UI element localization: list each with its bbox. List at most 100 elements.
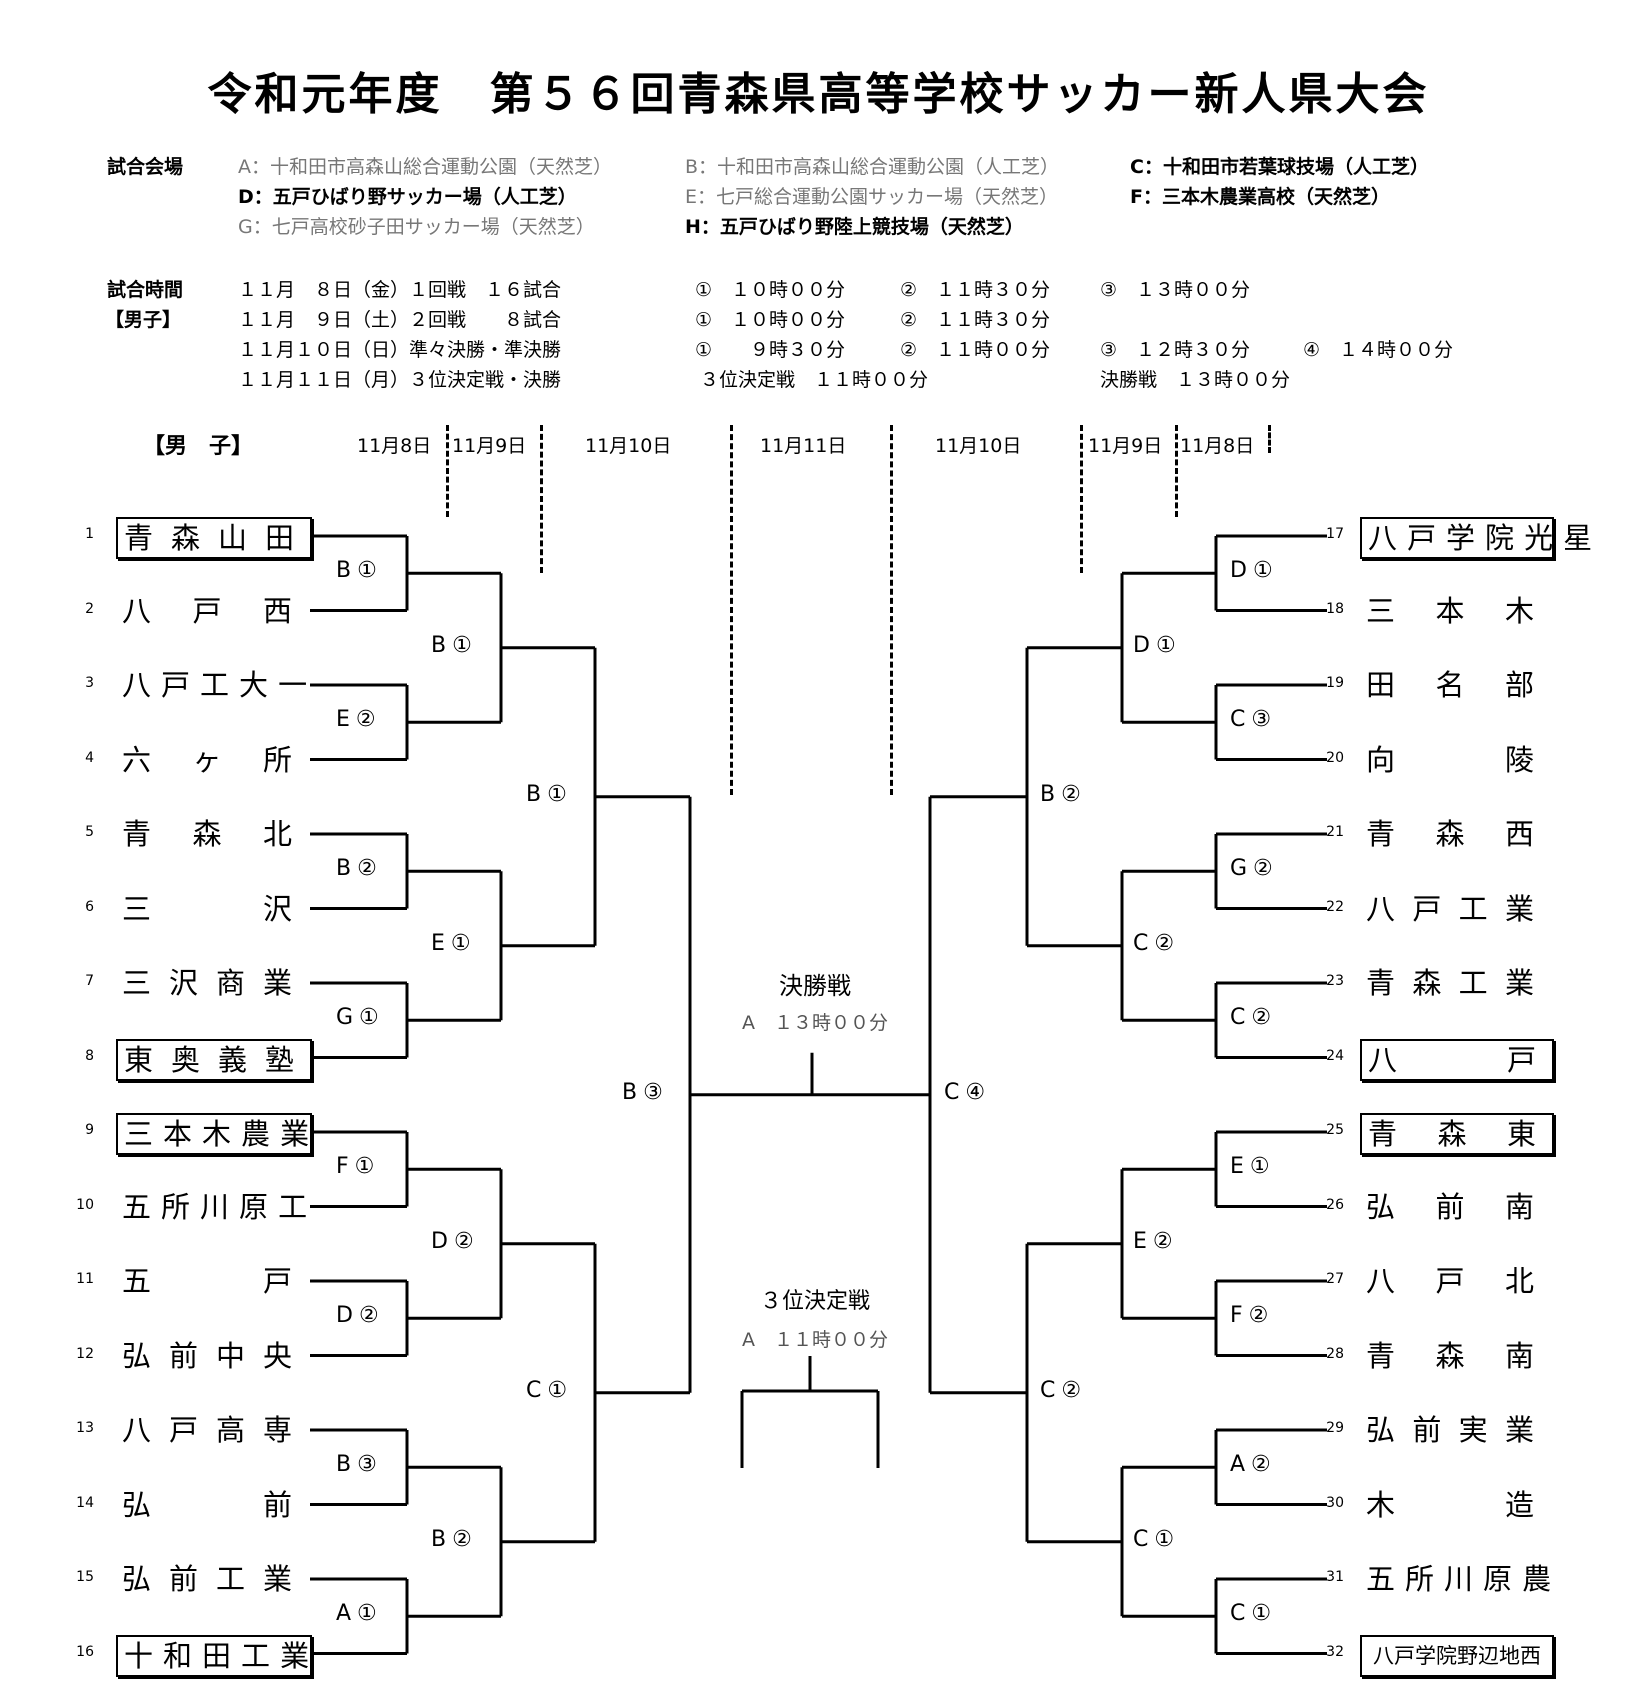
team-name-char: 業 <box>1504 1413 1544 1447</box>
team-name-box: 八戸学院光星 <box>1360 517 1592 559</box>
venue-item: D：五戸ひばり野サッカー場（人工芝） <box>238 186 577 208</box>
team-name: 三沢商業 <box>116 964 308 1002</box>
team-name-char: 六 <box>122 742 162 777</box>
venue-item: C：十和田市若葉球技場（人工芝） <box>1130 156 1429 178</box>
team-name-char: 戸 <box>1412 891 1452 926</box>
team-name-char: 戸 <box>1506 1042 1546 1077</box>
final-title: 決勝戦 <box>779 972 851 1000</box>
team-name: 青森南 <box>1360 1337 1550 1375</box>
team-name: 六ヶ所 <box>116 741 308 779</box>
team-seed: 7 <box>85 973 94 989</box>
team-name-char: 前 <box>1435 1189 1475 1224</box>
team-name-char: 和 <box>163 1638 203 1673</box>
schedule-time: ３位決定戦 １１時００分 <box>700 369 929 391</box>
schedule-time: ① ９時３０分 <box>695 339 846 361</box>
team-name-char: 工 <box>1458 891 1498 926</box>
match-label: D① <box>1230 558 1279 584</box>
third-place-info: A １１時００分 <box>742 1329 888 1351</box>
match-label: B② <box>336 856 383 882</box>
team-seed: 19 <box>1326 675 1344 691</box>
team-name-char: 弘 <box>1366 1189 1406 1224</box>
team-name-char: 三 <box>1366 593 1406 628</box>
team-name-char: 所 <box>161 1189 201 1224</box>
team-name-char: 木 <box>1366 1487 1406 1522</box>
team-name: 青森北 <box>116 815 308 853</box>
team-name-char: 八 <box>1366 1264 1406 1298</box>
team-seed: 16 <box>76 1643 94 1660</box>
team-name-box: 木造 <box>1360 1486 1550 1524</box>
team-name-char: 業 <box>280 1638 320 1673</box>
team-name-char: 戸 <box>262 1264 302 1298</box>
team-seed: 6 <box>85 898 94 915</box>
team-name-box: 青森南 <box>1360 1337 1550 1375</box>
divider-line <box>540 425 543 573</box>
team-name-char: 業 <box>262 966 302 1000</box>
team-name-char: ヶ <box>192 742 232 777</box>
team-name-char: 弘 <box>1366 1413 1406 1447</box>
team-seed: 18 <box>1326 600 1344 617</box>
team-seed: 28 <box>1326 1345 1344 1362</box>
team-name-char: 青 <box>1368 1117 1408 1151</box>
team-name: 弘前南 <box>1360 1188 1550 1226</box>
team-name-char: 森 <box>1435 1338 1475 1373</box>
team-name-char: 工 <box>1458 966 1498 1000</box>
match-label: E① <box>1230 1154 1276 1180</box>
team-name-box: 五所川原農 <box>1360 1560 1551 1598</box>
team-name-char: 業 <box>280 1117 320 1151</box>
team-name: 八戸学院光星 <box>1362 519 1592 557</box>
team-name-char: 実 <box>1458 1413 1498 1447</box>
bracket-label: 【男 子】 <box>143 434 254 459</box>
team-name-char: 前 <box>168 1562 208 1596</box>
page-title: 令和元年度 第５６回青森県高等学校サッカー新人県大会 <box>207 69 1430 120</box>
match-label: G① <box>336 1005 385 1031</box>
team-seed: 30 <box>1326 1494 1344 1511</box>
match-label: B① <box>431 632 478 658</box>
schedule-time: 決勝戦 １３時００分 <box>1100 369 1291 391</box>
team-name-char: 弘 <box>122 1562 162 1596</box>
team-seed: 27 <box>1326 1271 1344 1287</box>
team-name-char: 央 <box>262 1338 302 1373</box>
team-name-char: 五 <box>122 1189 162 1224</box>
team-name-box: 弘前 <box>116 1486 308 1524</box>
team-name-char: 北 <box>262 817 302 851</box>
team-name: 青森西 <box>1360 815 1550 853</box>
divider-line <box>446 425 449 517</box>
team-name-char: 東 <box>1506 1117 1546 1151</box>
team-name-box: 五所川原工 <box>116 1188 308 1226</box>
match-label: E② <box>336 707 382 733</box>
schedule-time: ② １１時３０分 <box>900 279 1051 301</box>
date-header: 11月8日 <box>357 435 432 457</box>
team-name: 弘前中央 <box>116 1337 308 1375</box>
team-name-char: 所 <box>1405 1562 1445 1596</box>
team-name: 五所川原工 <box>116 1188 308 1226</box>
match-label: C① <box>1133 1526 1181 1552</box>
team-name-char: 星 <box>1563 521 1603 555</box>
date-header: 11月8日 <box>1180 435 1255 457</box>
team-name-char: 南 <box>1504 1338 1544 1373</box>
team-name-char: 奥 <box>170 1042 210 1077</box>
team-name-box: 八戸 <box>1360 1038 1554 1081</box>
team-name-box: 八戸学院野辺地西 <box>1360 1634 1554 1677</box>
schedule-time: ① １０時００分 <box>695 309 846 331</box>
team-name-char: 沢 <box>262 891 302 926</box>
team-name-char: 原 <box>239 1189 279 1224</box>
team-seed: 21 <box>1326 824 1344 840</box>
schedule-time: ② １１時３０分 <box>900 309 1051 331</box>
date-header: 11月10日 <box>585 435 672 457</box>
team-name-char: 川 <box>1444 1562 1484 1596</box>
team-name-char: 西 <box>262 593 302 628</box>
venue-item: A：十和田市高森山総合運動公園（天然芝） <box>238 156 612 178</box>
team-name-box: 三本木農業 <box>116 1113 312 1155</box>
match-label: F① <box>336 1154 381 1180</box>
team-name-box: 五戸 <box>116 1262 308 1300</box>
team-name-char: 前 <box>1412 1413 1452 1447</box>
team-seed: 12 <box>76 1345 94 1362</box>
team-name-box: 六ヶ所 <box>116 741 308 779</box>
divider-line <box>1175 425 1178 517</box>
venue-item: G：七戸高校砂子田サッカー場（天然芝） <box>238 216 595 238</box>
team-name-char: 森 <box>1437 1117 1477 1151</box>
schedule-date: １１月１０日（日）準々決勝・準決勝 <box>238 339 562 361</box>
team-name-char: 業 <box>1504 966 1544 1000</box>
team-name: 八戸工大一 <box>116 666 308 704</box>
team-name-char: 工 <box>241 1638 281 1673</box>
